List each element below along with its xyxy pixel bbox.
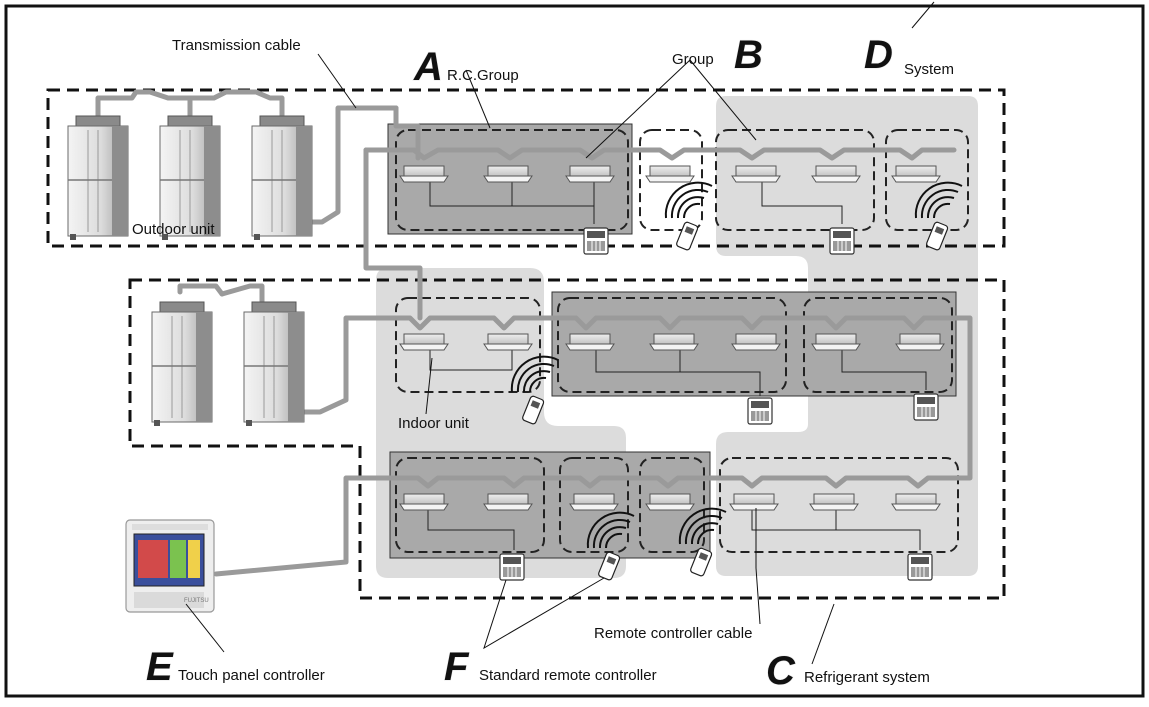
refrigerant-letter: C xyxy=(766,649,796,693)
transmission-cable-label: Transmission cable xyxy=(172,37,301,54)
group-boundary xyxy=(557,297,787,393)
system-label: System xyxy=(904,61,954,78)
standard-remote-label: Standard remote controller xyxy=(479,667,657,684)
group-boundary xyxy=(395,129,629,231)
outdoor-unit xyxy=(243,301,305,427)
indoor-unit xyxy=(811,333,861,351)
wired-remote-controller xyxy=(913,393,939,421)
indoor-unit xyxy=(645,493,695,511)
group-boundary xyxy=(885,129,969,231)
standard-remote-letter: F xyxy=(444,645,470,689)
group-label: Group xyxy=(672,51,714,68)
touch-panel-label: Touch panel controller xyxy=(178,667,325,684)
group-boundary xyxy=(395,297,541,393)
outdoor-unit xyxy=(67,115,129,241)
indoor-unit xyxy=(649,333,699,351)
indoor-unit xyxy=(399,493,449,511)
indoor-unit xyxy=(399,333,449,351)
wired-remote-controller xyxy=(907,553,933,581)
group-boundary xyxy=(719,457,959,553)
remote-controller-cable-label: Remote controller cable xyxy=(594,625,752,642)
indoor-unit xyxy=(729,493,779,511)
indoor-unit xyxy=(483,333,533,351)
wired-remote-controller xyxy=(747,397,773,425)
touch-panel-brand-mark: FUJITSU xyxy=(184,598,209,604)
transmission-pipes xyxy=(95,89,973,577)
leader-lines xyxy=(185,1,935,665)
indoor-unit xyxy=(891,493,941,511)
group-letter: B xyxy=(734,33,763,77)
outdoor-unit xyxy=(251,115,313,241)
touch-panel-letter: E xyxy=(146,645,174,689)
system-boundary-1 xyxy=(46,88,1006,248)
refrigerant-system-label: Refrigerant system xyxy=(804,669,930,686)
diagram-labels: Transmission cable A R.C.Group Group B D… xyxy=(132,32,954,693)
outdoor-unit-label: Outdoor unit xyxy=(132,221,215,238)
indoor-unit xyxy=(891,165,941,183)
indoor-unit xyxy=(483,165,533,183)
group-boundary xyxy=(639,129,703,231)
rc-group-label: R.C.Group xyxy=(447,67,519,84)
group-boundary xyxy=(559,457,629,553)
indoor-unit xyxy=(565,333,615,351)
indoor-unit xyxy=(569,493,619,511)
indoor-unit xyxy=(895,333,945,351)
indoor-unit xyxy=(731,165,781,183)
indoor-unit xyxy=(645,165,695,183)
indoor-unit xyxy=(565,165,615,183)
indoor-unit xyxy=(811,165,861,183)
indoor-unit xyxy=(731,333,781,351)
group-boundary xyxy=(395,457,545,553)
group-boundary xyxy=(715,129,875,231)
system-boundary-2 xyxy=(128,278,1006,600)
indoor-unit xyxy=(809,493,859,511)
wired-remote-controller xyxy=(829,227,855,255)
group-boundary xyxy=(803,297,953,393)
indoor-unit xyxy=(399,165,449,183)
indoor-unit xyxy=(483,493,533,511)
system-letter: D xyxy=(864,33,893,77)
group-boundary xyxy=(639,457,705,553)
rc-group-letter: A xyxy=(413,45,443,89)
indoor-unit-label: Indoor unit xyxy=(398,415,470,432)
outdoor-unit xyxy=(151,301,213,427)
wired-remote-controller xyxy=(499,553,525,581)
wired-remote-controller xyxy=(583,227,609,255)
touch-panel-controller: FUJITSU xyxy=(125,519,215,613)
